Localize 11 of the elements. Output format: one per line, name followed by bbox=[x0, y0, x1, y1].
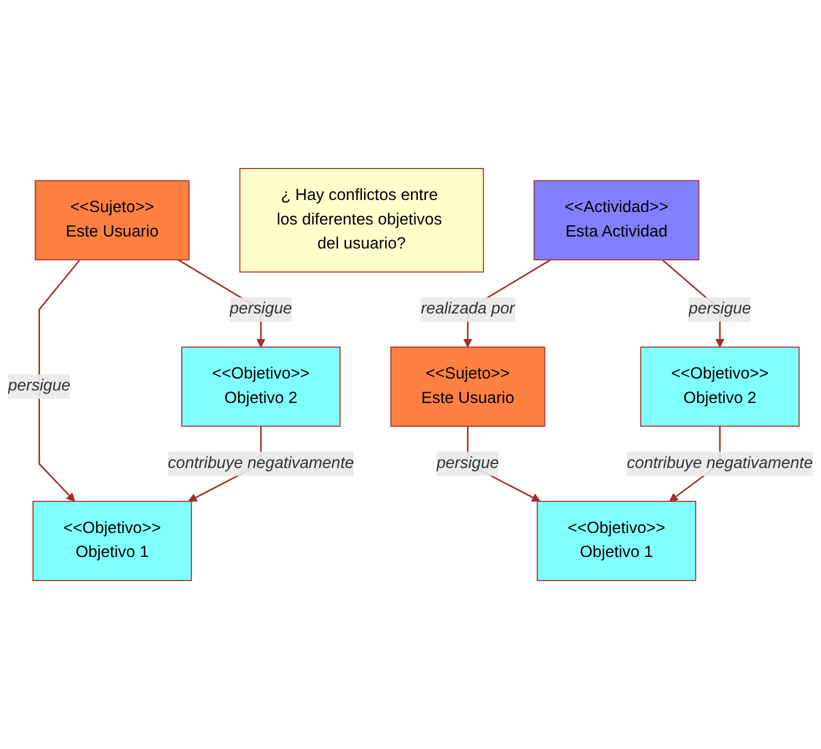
edge-label: contribuye negativamente bbox=[168, 454, 354, 472]
node-box: <<Actividad>> Esta Actividad bbox=[534, 180, 700, 260]
node-box: <<Objetivo>> Objetivo 2 bbox=[181, 346, 341, 427]
node-box: <<Objetivo>> Objetivo 1 bbox=[536, 500, 696, 582]
node-box: <<Sujeto>> Este Usuario bbox=[34, 180, 190, 260]
edge-label: contribuye negativamente bbox=[626, 454, 813, 472]
node-box: ¿ Hay conflictos entre los diferentes objetivos del usuario? bbox=[239, 168, 484, 273]
node-box: <<Objetivo>> Objetivo 2 bbox=[640, 346, 800, 427]
node-box: <<Sujeto>> Este Usuario bbox=[390, 346, 546, 427]
arrow bbox=[38, 259, 80, 502]
node-box: <<Objetivo>> Objetivo 1 bbox=[32, 500, 192, 582]
